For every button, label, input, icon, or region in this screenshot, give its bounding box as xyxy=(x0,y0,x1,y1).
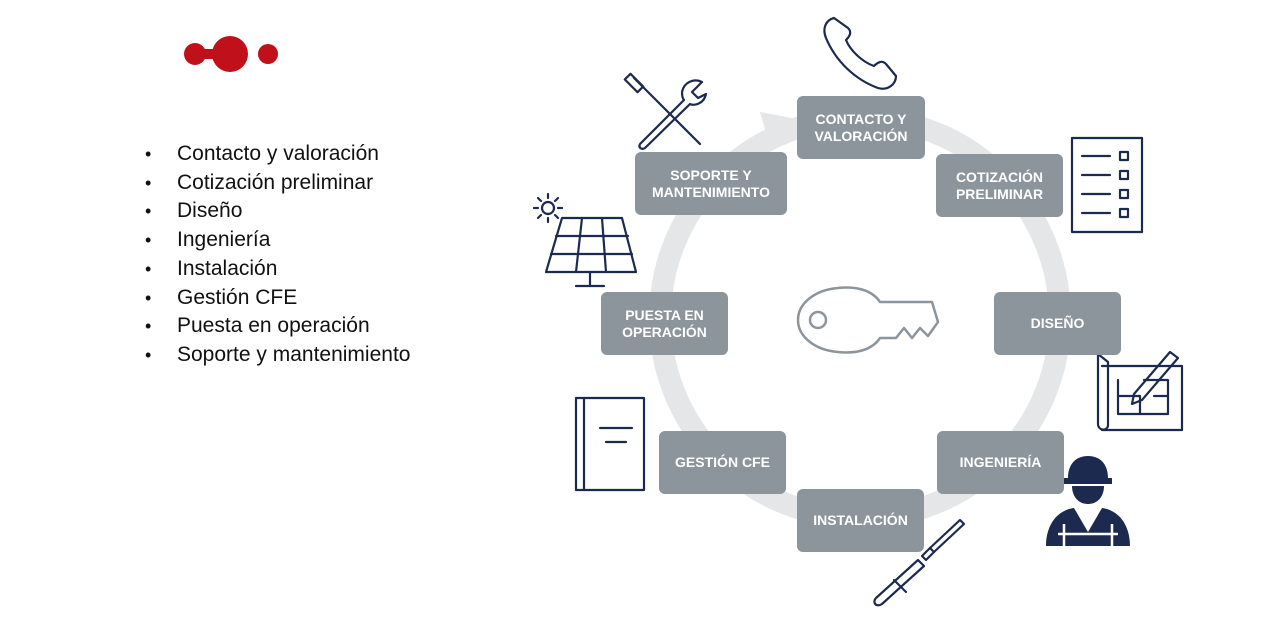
list-item: •Gestión CFE xyxy=(145,285,298,309)
list-item: •Puesta en operación xyxy=(145,314,370,338)
step-puesta-operacion: Puesta en operación xyxy=(601,292,728,355)
step-gestion-cfe: Gestión CFE xyxy=(659,431,786,494)
process-step-list: •Contacto y valoración •Cotización preli… xyxy=(145,140,410,370)
step-ingenieria: Ingeniería xyxy=(937,431,1064,494)
key-icon xyxy=(796,286,940,354)
engineer-icon xyxy=(1046,456,1130,546)
phone-icon xyxy=(823,16,898,90)
list-item: •Soporte y mantenimiento xyxy=(145,342,411,366)
solar-panel-icon xyxy=(544,216,638,288)
list-item: •Cotización preliminar xyxy=(145,170,374,194)
sun-icon xyxy=(532,192,564,224)
screwdriver-icon xyxy=(873,518,966,607)
list-item: •Instalación xyxy=(145,256,278,280)
checklist-icon xyxy=(1070,136,1144,234)
document-icon xyxy=(574,396,646,492)
blueprint-pencil-icon xyxy=(1096,350,1184,432)
brand-logo xyxy=(184,36,278,72)
list-item: •Contacto y valoración xyxy=(145,142,379,165)
step-diseno: Diseño xyxy=(994,292,1121,355)
list-item: •Ingeniería xyxy=(145,228,271,252)
cycle-arrow-head xyxy=(760,112,792,146)
step-contacto-valoracion: Contacto y valoración xyxy=(797,96,925,159)
tools-icon xyxy=(623,72,708,150)
step-soporte-mantenimiento: Soporte y mantenimiento xyxy=(635,152,787,215)
step-cotizacion-preliminar: Cotización preliminar xyxy=(936,154,1063,217)
list-item: •Diseño xyxy=(145,199,243,223)
step-instalacion: Instalación xyxy=(797,489,924,552)
